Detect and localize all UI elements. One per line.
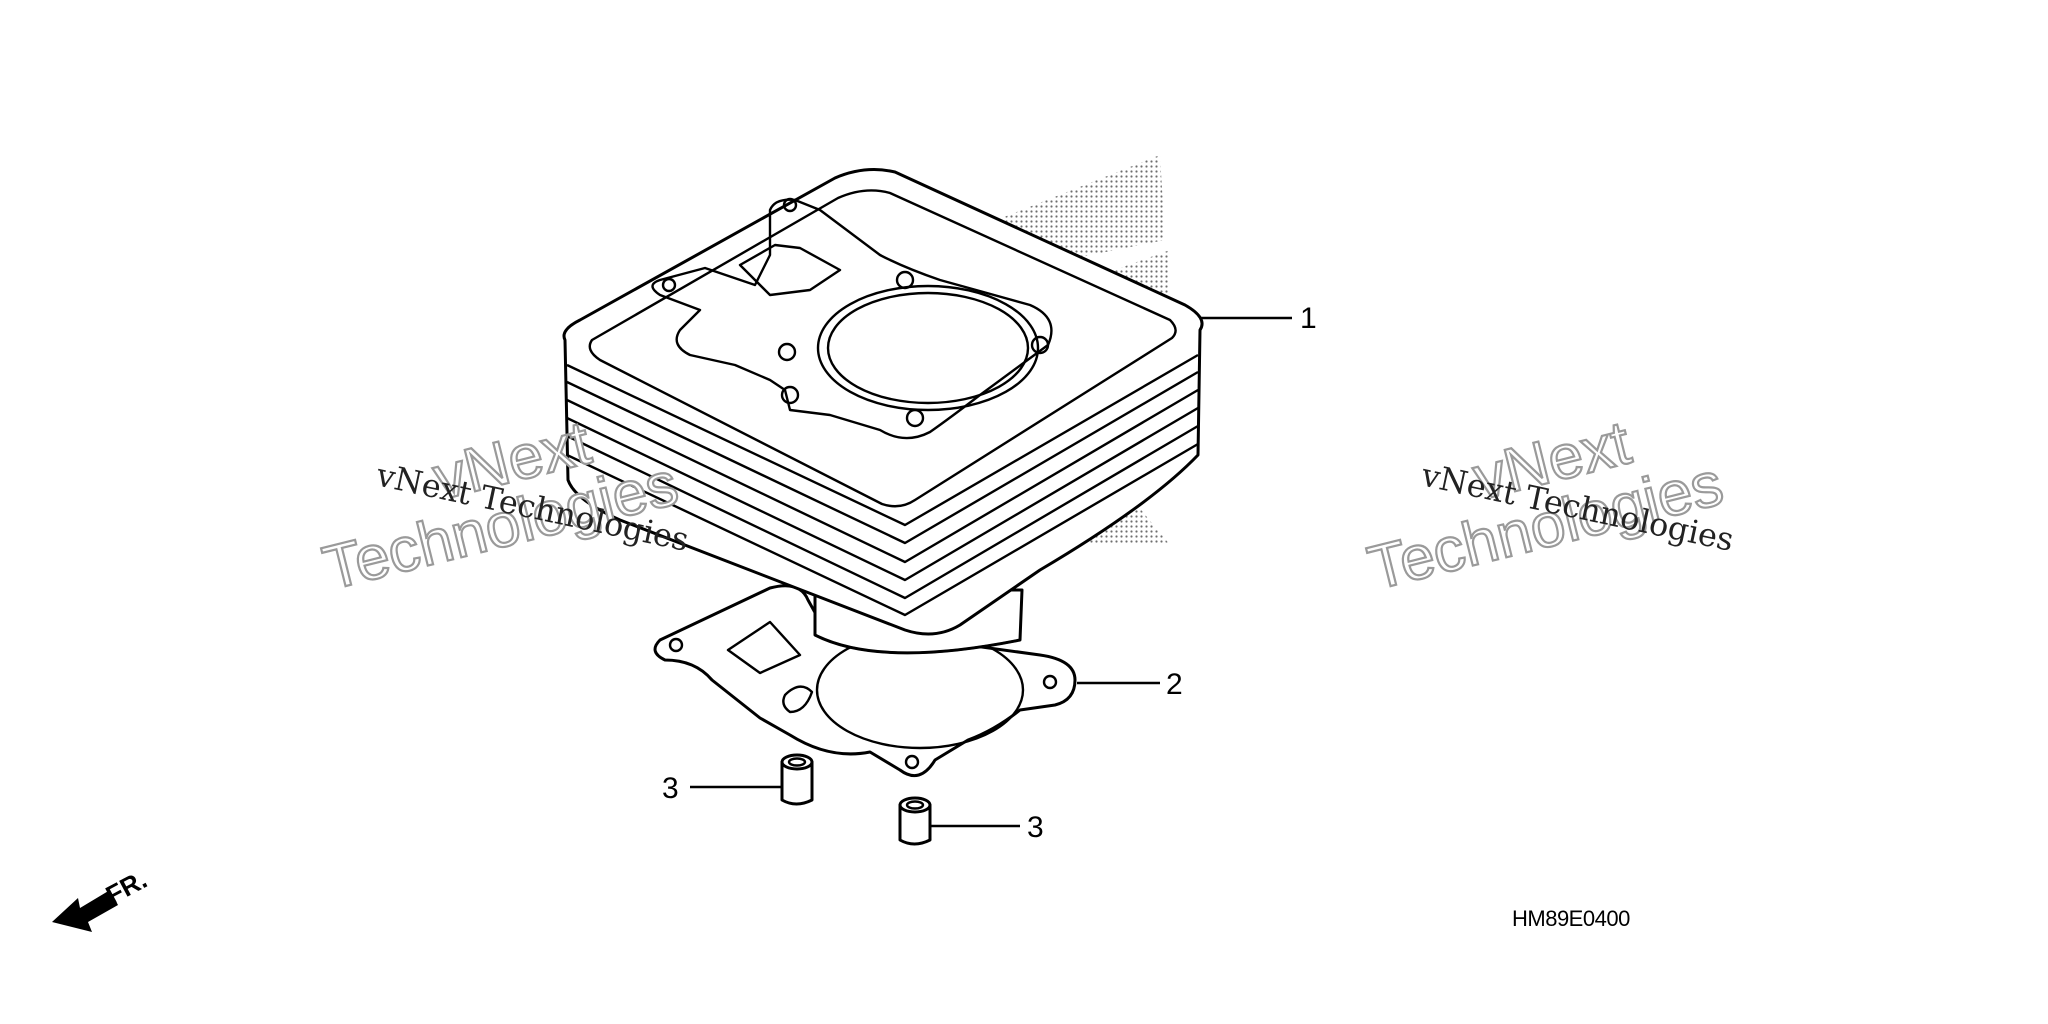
gasket xyxy=(653,584,1077,778)
callout-1: 1 xyxy=(1300,302,1317,335)
watermark-right: vNext Technologies vNext Technologies xyxy=(1361,407,1738,604)
dowel-pin-left xyxy=(780,753,814,806)
dowel-pin-right xyxy=(898,796,932,846)
diagram-code: HM89E0400 xyxy=(1512,906,1630,931)
callout-3-right: 3 xyxy=(1027,811,1044,844)
front-arrow-icon: FR. xyxy=(52,864,152,932)
callout-3-left: 3 xyxy=(662,772,679,805)
cylinder-block xyxy=(562,168,1204,636)
leader-lines xyxy=(690,316,1292,828)
callout-2: 2 xyxy=(1166,668,1183,701)
